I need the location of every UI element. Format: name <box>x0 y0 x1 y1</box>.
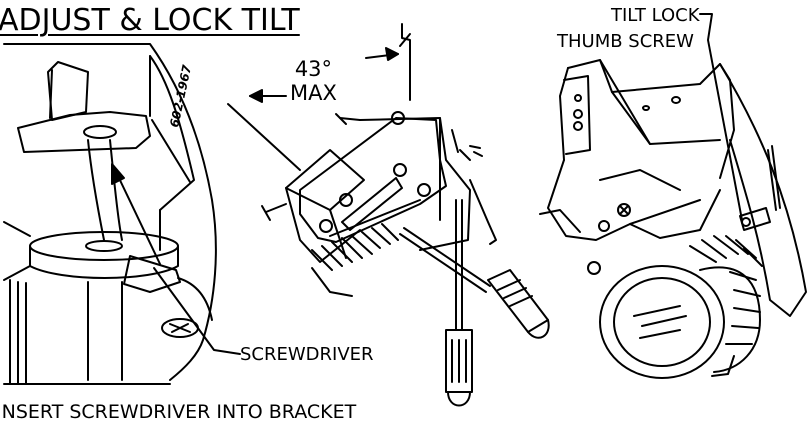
tilt-angle-callout: 43° MAX <box>290 57 337 105</box>
tilt-lock-label-line1: TILT LOCK <box>611 5 700 26</box>
tilt-angle-value: 43° <box>294 57 333 81</box>
tilt-angle-suffix: MAX <box>290 80 337 105</box>
fixture-view <box>539 13 807 379</box>
screwdriver-label: SCREWDRIVER <box>240 344 374 365</box>
detail-view <box>3 43 241 385</box>
instruction-text: INSERT SCREWDRIVER INTO BRACKET <box>0 401 357 423</box>
tilt-lock-label-line2: THUMB SCREW <box>557 31 694 52</box>
diagram-title: ADJUST & LOCK TILT <box>0 3 300 38</box>
tilt-view <box>227 23 550 407</box>
